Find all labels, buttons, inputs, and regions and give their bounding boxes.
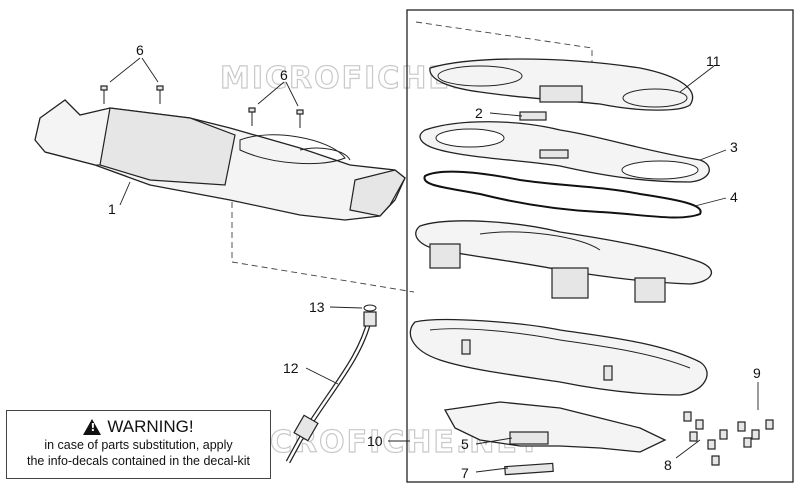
part-7-decal	[504, 462, 554, 476]
callout-3: 3	[730, 139, 738, 155]
part-10-housing	[409, 318, 708, 396]
part-4-gasket	[423, 170, 702, 219]
warning-box: WARNING! in case of parts substitution, …	[6, 410, 271, 479]
warning-line-2: the info-decals contained in the decal-k…	[26, 454, 251, 468]
callout-6-right: 6	[280, 67, 288, 83]
callout-11: 11	[706, 53, 721, 69]
part-11-lens	[429, 58, 694, 111]
callout-2: 2	[475, 105, 483, 121]
instrument-board	[415, 220, 713, 303]
warning-title: WARNING!	[7, 417, 270, 437]
callout-5: 5	[461, 436, 469, 452]
warning-title-text: WARNING!	[107, 417, 194, 436]
part-5-circuit-plate	[443, 401, 667, 453]
leader-lines	[119, 65, 759, 473]
callout-7: 7	[461, 465, 469, 481]
callout-13: 13	[309, 299, 325, 315]
part-13-oring	[363, 304, 377, 312]
callout-8: 8	[664, 457, 672, 473]
callout-9: 9	[753, 365, 761, 381]
callout-10: 10	[367, 433, 383, 449]
part-12-cable	[285, 311, 377, 464]
callout-6-left: 6	[136, 42, 144, 58]
leader-6	[109, 57, 299, 107]
callout-1: 1	[108, 201, 116, 217]
part-3-bezel	[419, 121, 710, 183]
parts-8-9-bulbs	[683, 411, 774, 466]
part-6-screws	[100, 85, 304, 128]
warning-line-1: in case of parts substitution, apply	[44, 438, 233, 452]
part-1-cover	[34, 99, 406, 221]
warning-icon	[83, 419, 102, 435]
part-2-clip	[519, 111, 547, 121]
callout-12: 12	[283, 360, 299, 376]
callout-4: 4	[730, 189, 738, 205]
group-frame	[406, 9, 794, 483]
guide-line-left	[231, 192, 415, 293]
